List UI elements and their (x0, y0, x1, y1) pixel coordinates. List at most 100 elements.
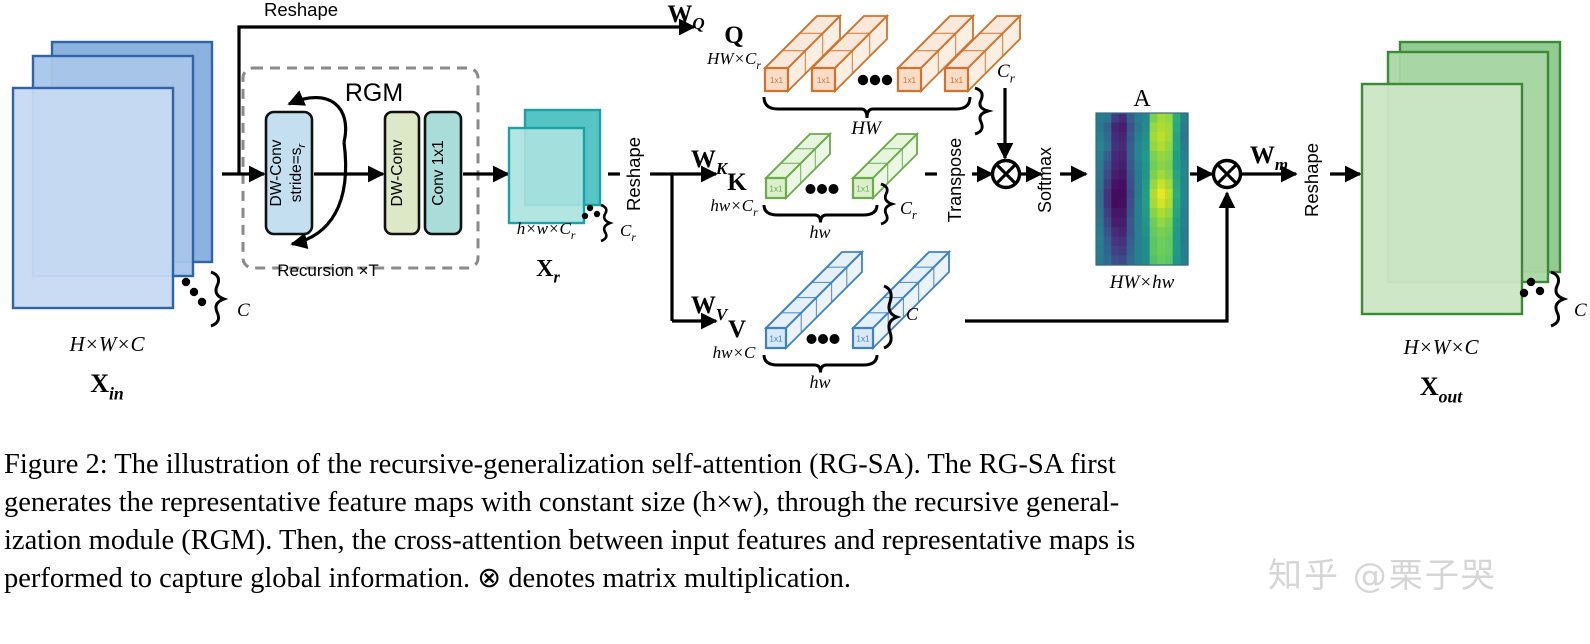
svg-text:HW×Cr: HW×Cr (706, 49, 761, 72)
attention-cell (1119, 160, 1128, 171)
attention-cell (1096, 132, 1105, 143)
attention-cell (1111, 113, 1120, 124)
attention-cell (1096, 227, 1105, 238)
attention-cell (1126, 170, 1135, 181)
attention-cell (1172, 113, 1181, 124)
block-conv1x1-label: Conv 1x1 (430, 140, 447, 205)
v-depth-brace (883, 284, 902, 350)
attention-cell (1142, 151, 1151, 162)
attention-cell (1157, 122, 1166, 133)
multiply-cross (995, 163, 1017, 185)
attention-cell (1157, 132, 1166, 143)
svg-text:Cr: Cr (900, 198, 917, 222)
attention-cell (1111, 160, 1120, 171)
attention-cell (1142, 132, 1151, 143)
attention-cell (1126, 208, 1135, 219)
attention-cell (1157, 246, 1166, 257)
attention-cell (1180, 122, 1189, 133)
attention-cell (1111, 208, 1120, 219)
attention-cell (1165, 141, 1174, 152)
attention-cell (1103, 198, 1112, 209)
attention-cell (1103, 208, 1112, 219)
attention-cell (1134, 122, 1143, 133)
arrow-reshape-to-q (237, 18, 696, 174)
attention-cell (1134, 160, 1143, 171)
attention-cell (1180, 113, 1189, 124)
attention-cell (1165, 132, 1174, 143)
rod-edge (852, 133, 898, 179)
attention-cell (1103, 170, 1112, 181)
attention-cell (1165, 227, 1174, 238)
feature-map-sheet (11, 86, 175, 310)
attention-cell (1119, 217, 1128, 228)
attention-cell (1134, 141, 1143, 152)
rod-cell-label: 1x1 (903, 76, 917, 85)
attention-cell (1126, 179, 1135, 190)
svg-text:hw×Cr: hw×Cr (710, 196, 758, 219)
attention-cell (1149, 189, 1158, 200)
attention-cell (1096, 198, 1105, 209)
channel-brace (210, 270, 229, 328)
attention-cell (1172, 189, 1181, 200)
attention-cell (1096, 179, 1105, 190)
input-dims-label: H×W×C (68, 332, 145, 356)
ellipsis-dot (857, 74, 869, 86)
attention-cell (1180, 132, 1189, 143)
attention-cell (1111, 189, 1120, 200)
q-tensor-rod: 1x1 (895, 13, 976, 94)
attention-cell (1157, 236, 1166, 247)
attention-cell (1180, 170, 1189, 181)
output-symbol-label: Xout (1420, 372, 1463, 406)
rod-edge (967, 15, 1021, 69)
caption-line-2: generates the representative feature map… (4, 487, 1120, 518)
block-dwconv-label: DW-Conv (389, 139, 406, 206)
k-symbol-label: K (727, 169, 747, 196)
attention-cell (1134, 189, 1143, 200)
block-conv1x1 (423, 110, 463, 236)
attention-cell (1134, 208, 1143, 219)
k-depth-label: Cr (900, 198, 917, 222)
v-tensor-rod: 1x1 (850, 249, 952, 351)
rod-edge (834, 15, 888, 69)
output-channel-label: C (1574, 300, 1587, 321)
attention-cell (1119, 179, 1128, 190)
attention-cell (1111, 141, 1120, 152)
attention-map-border (1095, 112, 1189, 266)
attention-cell (1172, 217, 1181, 228)
attention-cell (1149, 122, 1158, 133)
attention-cell (1111, 179, 1120, 190)
attention-cell (1103, 132, 1112, 143)
attention-cell (1165, 255, 1174, 266)
attention-cell (1103, 160, 1112, 171)
rod-edge (872, 133, 918, 179)
svg-text:WK: WK (691, 146, 729, 178)
q-tensor-ellipsis (857, 74, 893, 86)
attention-cell (1180, 227, 1189, 238)
ellipsis-dot (581, 212, 589, 220)
attention-cell (1142, 179, 1151, 190)
block-dwconv-stride-line2: stride=sr (288, 142, 308, 202)
rod-edge (765, 133, 811, 179)
q-depth-label: Cr (997, 61, 1016, 85)
ellipsis-dot (828, 184, 839, 194)
ellipsis-dot (593, 210, 601, 218)
attention-cell (1103, 189, 1112, 200)
attention-cell (1119, 189, 1128, 200)
attention-cell (1180, 179, 1189, 190)
attention-cell (1172, 255, 1181, 266)
attention-cell (1096, 170, 1105, 181)
rod-cell-label: 1x1 (770, 76, 784, 85)
rod-edge (765, 251, 843, 329)
attention-cell (1126, 160, 1135, 171)
svg-text:Xr: Xr (536, 256, 560, 287)
q-tensor-rod: 1x1 (762, 13, 843, 94)
attention-cell (1142, 236, 1151, 247)
v-count-label: hw (809, 372, 830, 392)
q-symbol-label: Q (724, 22, 743, 49)
attention-cell (1149, 160, 1158, 171)
attention-cell (1111, 236, 1120, 247)
attention-cell (1096, 122, 1105, 133)
attention-cell (1126, 217, 1135, 228)
